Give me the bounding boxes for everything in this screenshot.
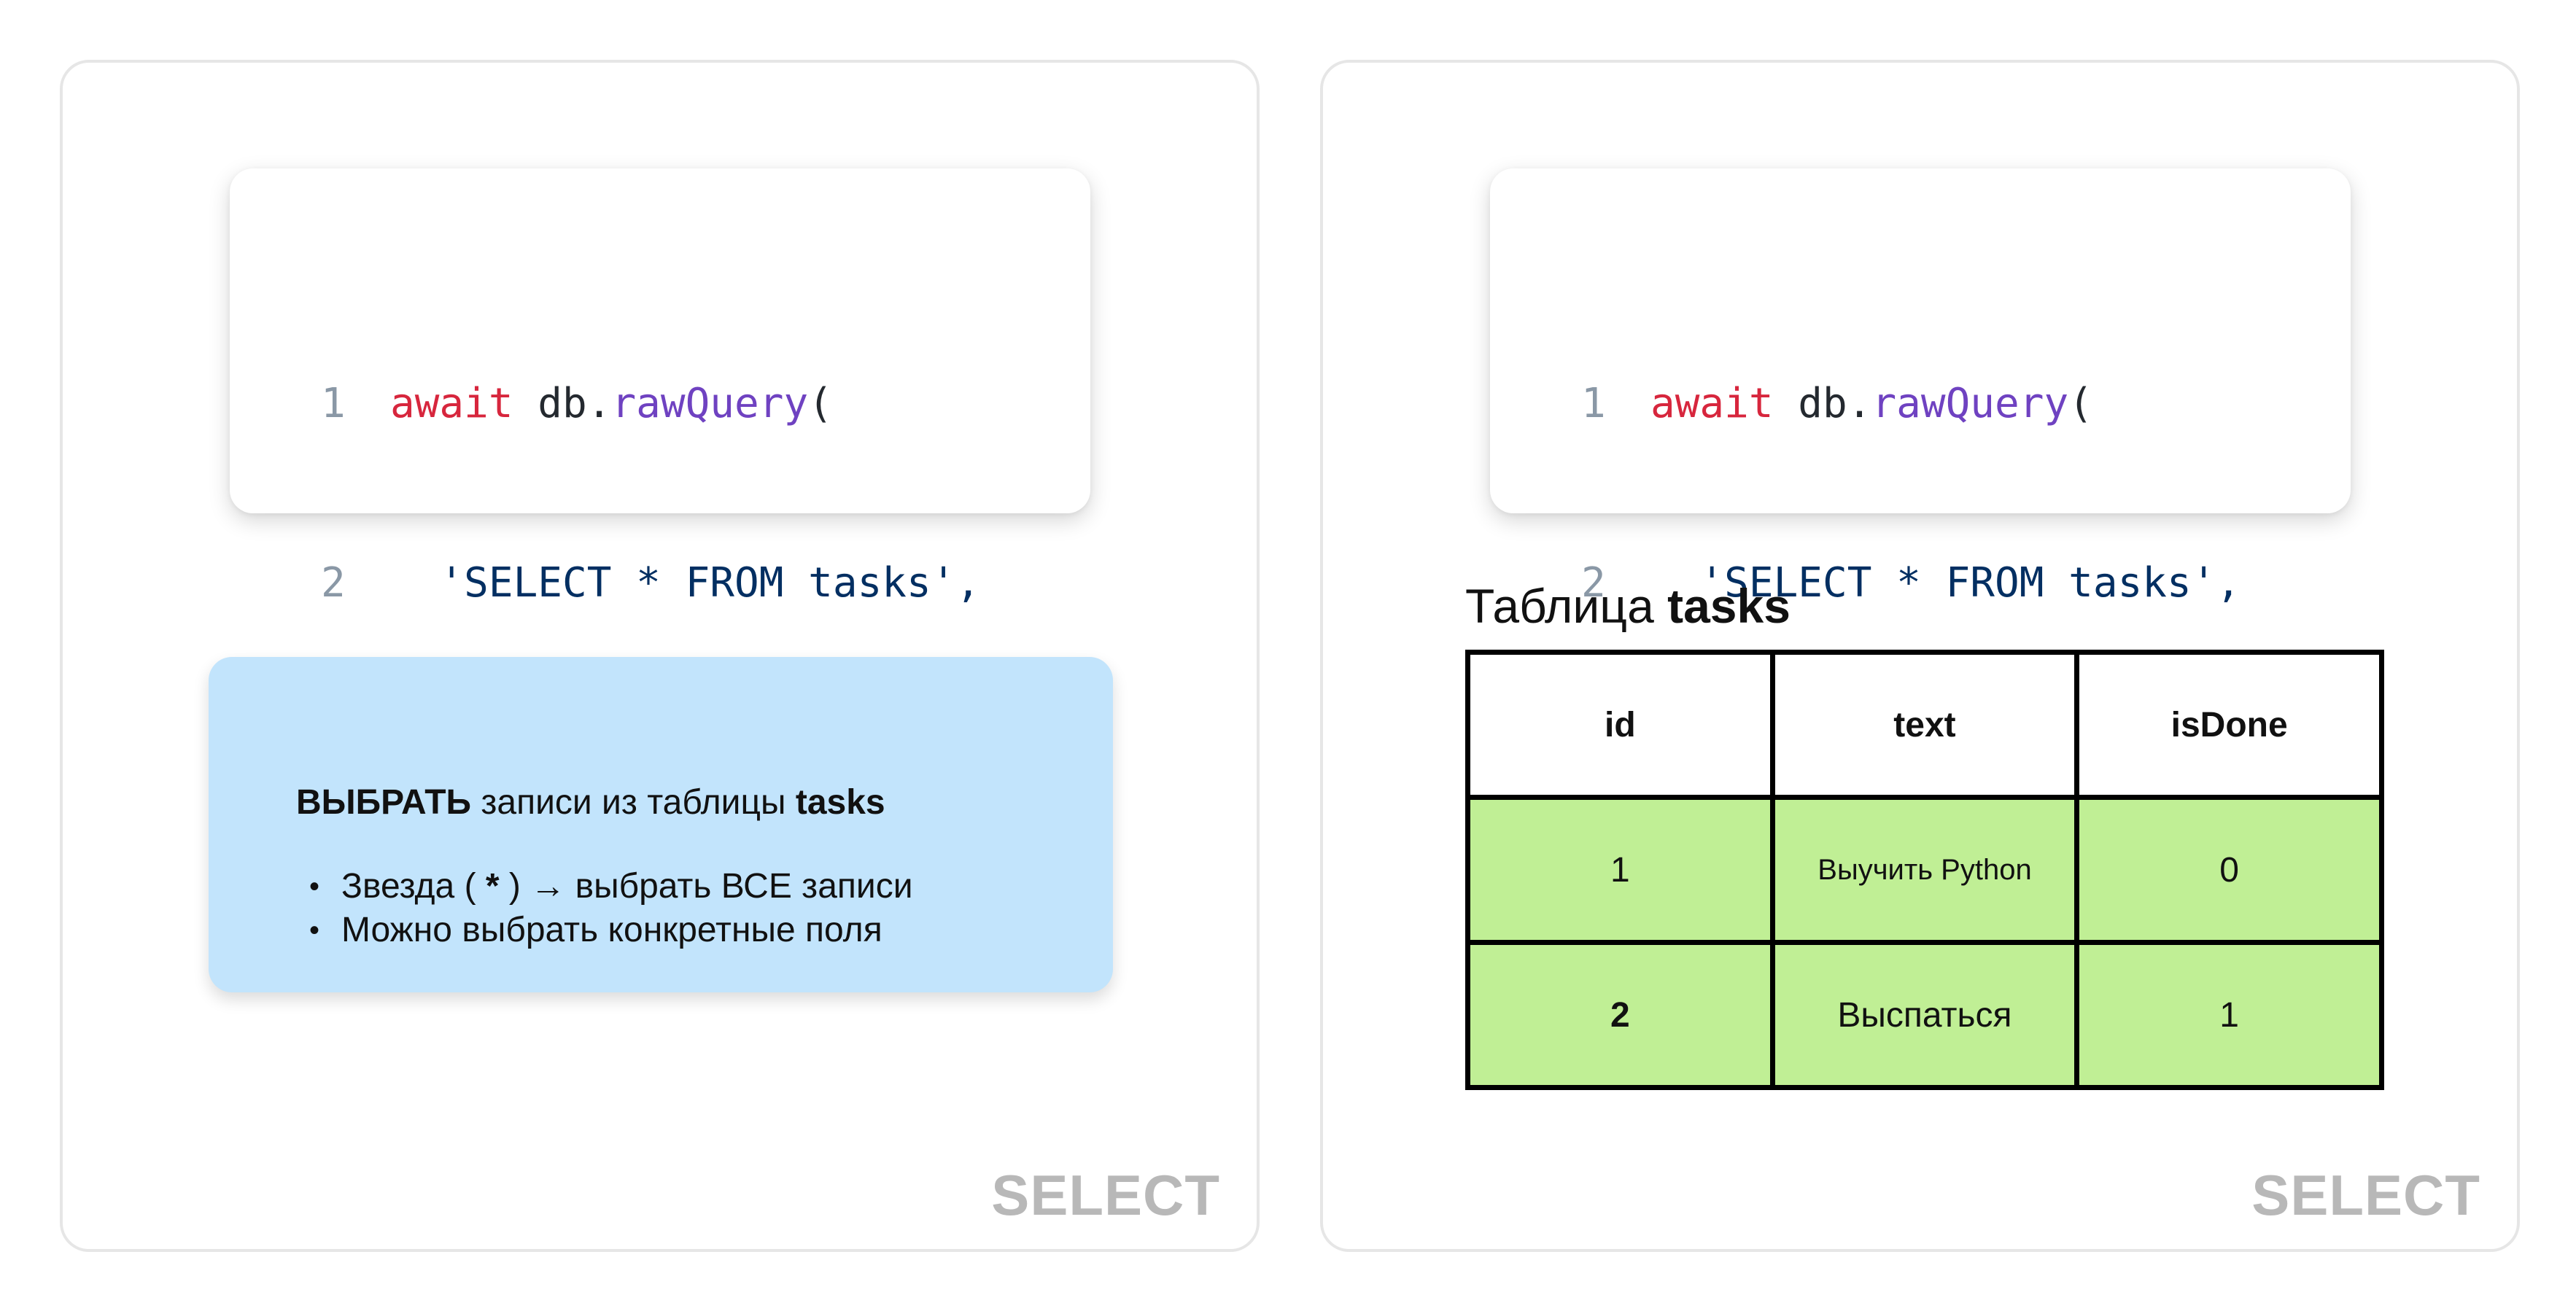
note-title: ВЫБРАТЬ записи из таблицы tasks (296, 781, 885, 825)
table-title-prefix: Таблица (1465, 579, 1668, 633)
table-cell-isdone: 1 (2074, 940, 2384, 1090)
left-card: 1 await db.rawQuery( 2 'SELECT * FROM tas… (60, 60, 1260, 1252)
note-title-bold: ВЫБРАТЬ (296, 783, 472, 822)
table-row: 2 Выспаться 1 (1465, 940, 2384, 1090)
column-header-text: text (1769, 650, 2080, 800)
explanation-note: ВЫБРАТЬ записи из таблицы tasks • Звезда … (209, 657, 1113, 992)
code-line-2: 2 'SELECT * FROM tasks', (1581, 553, 2241, 613)
table-title-name: tasks (1667, 579, 1791, 633)
table-title: Таблица tasks (1465, 573, 1791, 639)
code-punctuation: ( (808, 380, 833, 427)
code-line-1: 1 await db.rawQuery( (321, 374, 980, 434)
note-title-text: записи из таблицы (471, 783, 796, 822)
code-punctuation: ( (2068, 380, 2093, 427)
bullet-icon: • (309, 914, 320, 946)
table-cell-isdone: 0 (2074, 795, 2384, 945)
note-list: • Звезда ( * ) → выбрать ВСЕ записи • Можн… (289, 865, 913, 952)
note-item-text: Звезда ( (341, 867, 486, 906)
note-item-text: ) → выбрать ВСЕ записи (499, 867, 913, 906)
line-number: 2 (1581, 559, 1606, 607)
code-function: rawQuery (611, 380, 809, 427)
keyword-await: await (390, 380, 513, 427)
column-header-id: id (1465, 650, 1775, 800)
code-snippet: 1 await db.rawQuery( 2 'SELECT * FROM tas… (1490, 168, 2351, 786)
tasks-table: id text isDone 1 Выучить Python 0 2 Высп… (1465, 650, 2384, 1090)
table-cell-text: Выучить Python (1769, 795, 2080, 945)
right-card: 1 await db.rawQuery( 2 'SELECT * FROM tas… (1320, 60, 2520, 1252)
code-snippet: 1 await db.rawQuery( 2 'SELECT * FROM tas… (230, 168, 1090, 786)
table-cell-id: 1 (1465, 795, 1775, 945)
code-line-2: 2 'SELECT * FROM tasks', (321, 553, 980, 613)
line-number: 2 (321, 559, 346, 607)
line-number: 1 (1581, 380, 1606, 427)
column-header-isdone: isDone (2074, 650, 2384, 800)
note-item-text: Можно выбрать конкретные поля (341, 911, 882, 949)
table-cell-text: Выспаться (1769, 940, 2080, 1090)
code-line-1: 1 await db.rawQuery( (1581, 374, 2241, 434)
code-identifier: db. (1773, 380, 1872, 427)
table-cell-id: 2 (1465, 940, 1775, 1090)
code-string: 'SELECT * FROM tasks', (390, 559, 981, 607)
code-function: rawQuery (1871, 380, 2069, 427)
line-number: 1 (321, 380, 346, 427)
keyword-await: await (1650, 380, 1774, 427)
note-list-item: • Звезда ( * ) → выбрать ВСЕ записи (289, 865, 913, 909)
corner-label: SELECT (991, 1163, 1220, 1227)
code-lines: 1 await db.rawQuery( 2 'SELECT * FROM tas… (321, 254, 980, 912)
note-star: * (485, 867, 500, 906)
note-list-item: • Можно выбрать конкретные поля (289, 909, 913, 952)
table-header-row: id text isDone (1465, 650, 2384, 800)
corner-label: SELECT (2251, 1163, 2480, 1227)
note-title-table: tasks (795, 783, 885, 822)
table-row: 1 Выучить Python 0 (1465, 795, 2384, 945)
bullet-icon: • (309, 871, 320, 903)
code-identifier: db. (513, 380, 612, 427)
code-string: 'SELECT * FROM tasks', (1650, 559, 2241, 607)
